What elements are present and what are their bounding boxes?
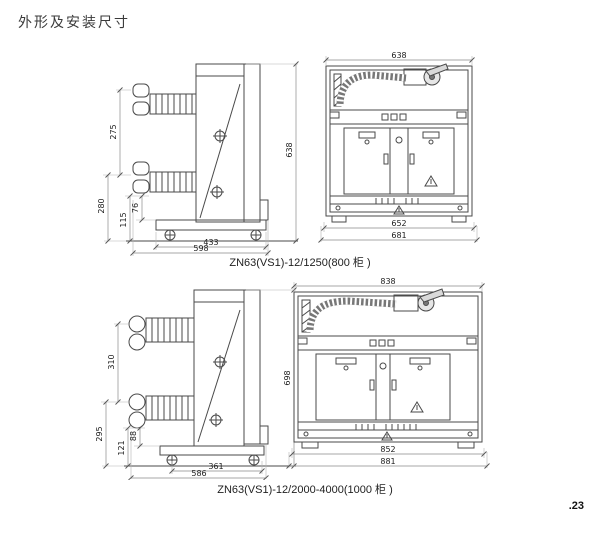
dim-base-to-floor: 121 [117,440,126,455]
dimension-lines [107,64,297,254]
extension-lines [103,63,298,256]
dim-base-width: 433 [203,238,218,247]
dim-base-height: 88 [129,431,138,441]
dimension-lines [321,59,477,241]
dim-overall-width: 681 [391,231,406,240]
breaker-side-geometry [124,289,296,467]
dimension-lines [289,285,487,467]
page-number: .23 [568,500,584,512]
extension-lines [288,282,488,468]
dim-base-width: 361 [208,462,223,471]
side-view-drawing-1: 275 280 76 115 433 598 638 [97,61,299,256]
dim-top-width: 838 [380,277,395,286]
dim-base-to-floor: 115 [119,212,128,227]
dimension-ticks [318,57,480,243]
dimension-ticks [286,283,490,469]
dim-mounting-width: 652 [391,219,406,228]
dim-pole-spacing: 310 [107,354,116,369]
dimension-ticks [105,61,299,256]
page-title: 外形及安装尺寸 [18,14,130,30]
dim-base-height: 76 [131,203,140,213]
flexible-conduit [336,71,407,107]
dim-mounting-width: 852 [380,445,395,454]
dimension-ticks [103,287,297,480]
drawing1-caption: ZN63(VS1)-12/1250(800 柜 ) [229,257,371,269]
dim-lower-section-height: 280 [97,198,106,213]
cabinet-front-geometry [325,65,473,223]
extension-lines [101,289,296,479]
dim-top-width: 638 [391,51,406,60]
breaker-side-geometry [126,63,298,242]
operating-mechanism [423,63,449,86]
drawing2-caption: ZN63(VS1)-12/2000-4000(1000 柜 ) [217,484,393,496]
extension-lines [320,56,478,242]
dim-overall-height: 698 [283,370,292,385]
dim-overall-width: 881 [380,457,395,466]
dim-overall-depth: 598 [193,244,208,253]
operating-mechanism [417,288,445,312]
dim-overall-height: 638 [285,142,294,157]
dim-pole-spacing: 275 [109,124,118,139]
front-view-drawing-1: 638 652 681 [318,51,480,243]
flexible-conduit [306,297,397,333]
front-view-drawing-2: 838 852 881 [286,277,490,469]
dim-lower-section-height: 295 [95,426,104,441]
cabinet-front-geometry [293,291,483,449]
side-view-drawing-2: 310 295 88 121 361 586 698 [95,287,297,480]
dim-overall-depth: 586 [191,469,206,478]
